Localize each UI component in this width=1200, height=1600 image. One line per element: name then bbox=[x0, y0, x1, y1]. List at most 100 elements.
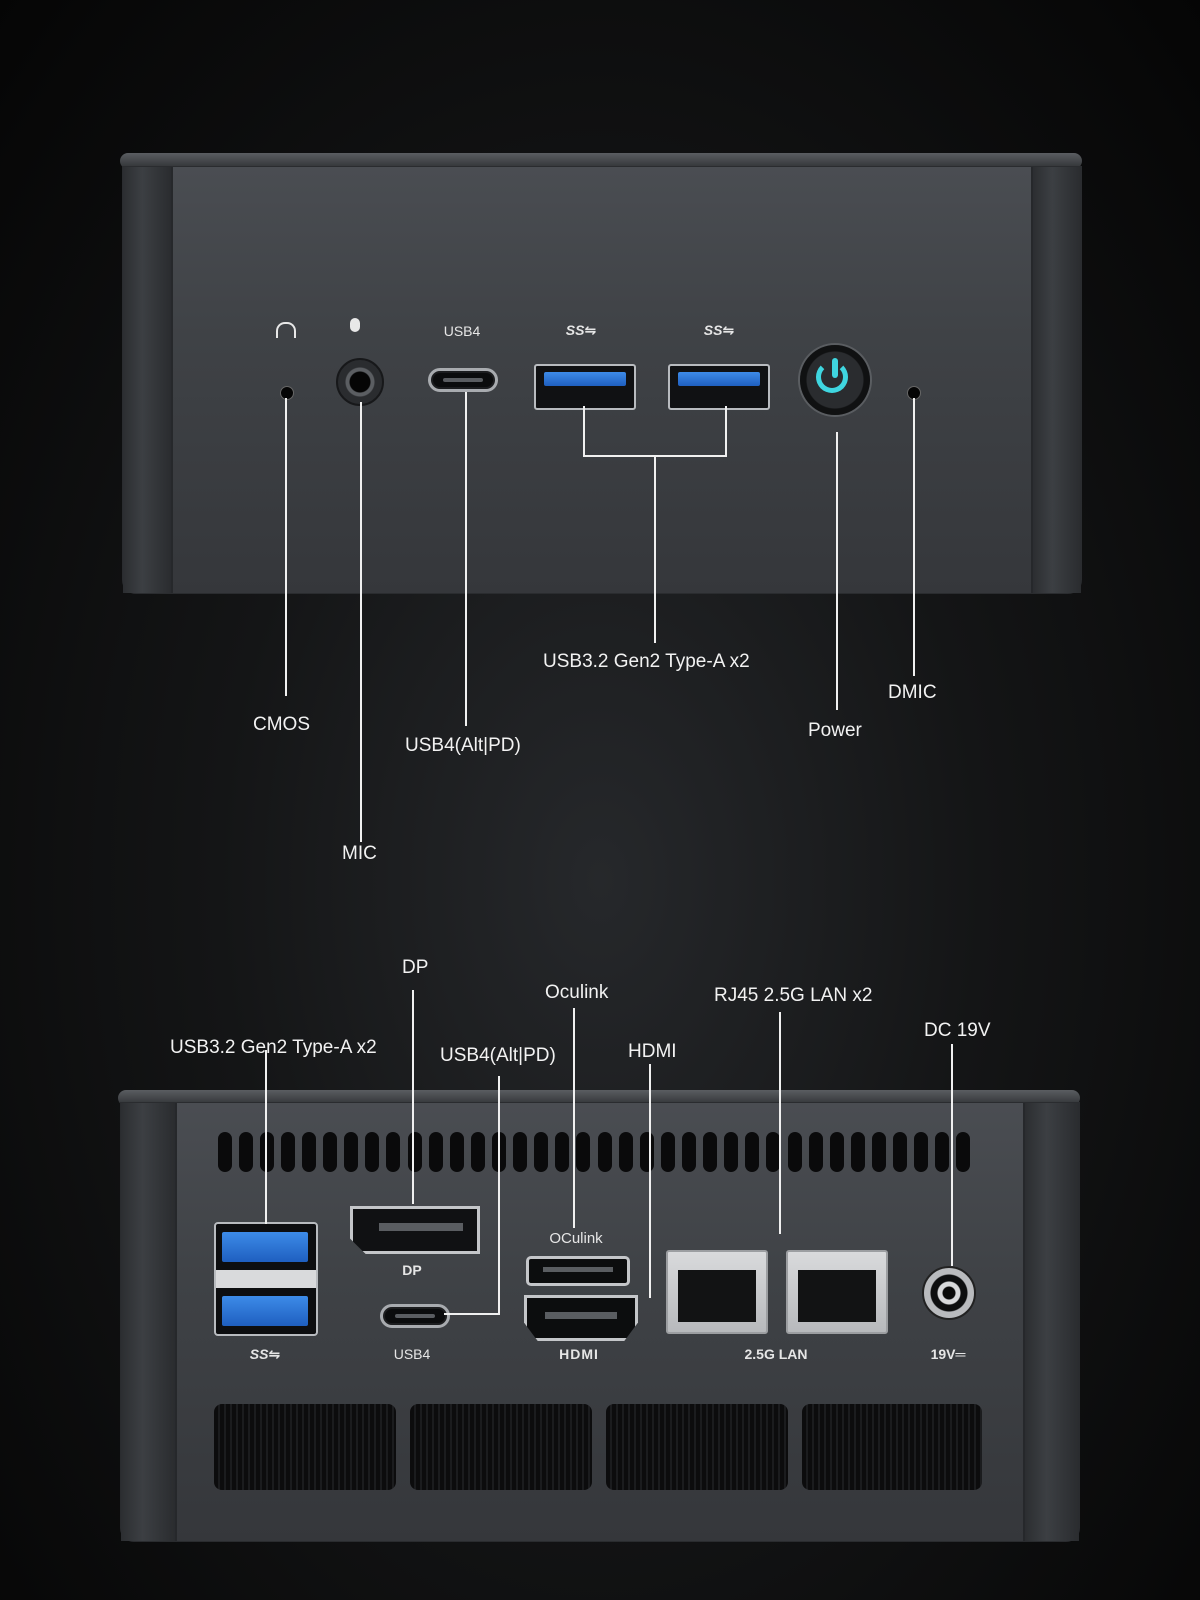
front-right-edge bbox=[1033, 167, 1081, 593]
usb-a-divider bbox=[216, 1270, 316, 1288]
leader-dmic bbox=[913, 398, 915, 676]
leader-usb-a-left bbox=[583, 406, 585, 456]
leader-power bbox=[836, 432, 838, 710]
rear-left-seam bbox=[175, 1103, 177, 1541]
callout-mic: MIC bbox=[342, 843, 377, 864]
vent-slot bbox=[576, 1132, 591, 1172]
lan-port-1[interactable] bbox=[666, 1250, 768, 1334]
lan-socket bbox=[798, 1270, 876, 1322]
vent-slot bbox=[808, 1132, 823, 1172]
vent-slot bbox=[597, 1132, 612, 1172]
bottom-grille-2 bbox=[410, 1404, 592, 1490]
usb-a-port-front-1[interactable] bbox=[534, 364, 636, 410]
displayport-port[interactable] bbox=[350, 1206, 480, 1254]
dc-power-jack[interactable] bbox=[922, 1266, 976, 1320]
vent-slot bbox=[872, 1132, 886, 1172]
vent-slot bbox=[513, 1132, 528, 1172]
front-left-seam bbox=[171, 167, 173, 593]
vent-slot bbox=[365, 1132, 380, 1172]
rear-right-edge bbox=[1025, 1103, 1079, 1541]
callout-cmos: CMOS bbox=[253, 714, 310, 735]
power-icon-stem bbox=[832, 358, 838, 378]
hdmi-port-label: HDMI bbox=[559, 1346, 599, 1362]
mic-audio-jack[interactable] bbox=[336, 358, 384, 406]
leader-usb-a-right bbox=[725, 406, 727, 456]
leader-oculink bbox=[573, 1008, 575, 1228]
vent-slot bbox=[323, 1132, 338, 1172]
vent-slot bbox=[639, 1132, 654, 1172]
power-icon bbox=[816, 361, 848, 393]
leader-hdmi bbox=[649, 1064, 651, 1298]
rear-right-seam bbox=[1023, 1103, 1025, 1541]
lan-socket bbox=[678, 1270, 756, 1322]
callout-power: Power bbox=[808, 720, 862, 741]
usb4-port-rear[interactable] bbox=[380, 1304, 450, 1328]
ss-usb-logo-front-2: SS⇋ bbox=[703, 322, 735, 338]
usb-a-port-rear-1[interactable] bbox=[222, 1232, 308, 1262]
hdmi-tongue bbox=[545, 1312, 617, 1319]
leader-usb4-rear-elbow bbox=[444, 1313, 500, 1315]
leader-dc bbox=[951, 1044, 953, 1266]
ss-usb-logo-rear: SS⇋ bbox=[249, 1346, 281, 1362]
vent-slot bbox=[935, 1132, 950, 1172]
vent-slot bbox=[766, 1132, 781, 1172]
usb-a-port-front-2[interactable] bbox=[668, 364, 770, 410]
vent-slot bbox=[470, 1132, 485, 1172]
vent-slot bbox=[555, 1132, 570, 1172]
leader-usb4-rear bbox=[498, 1076, 500, 1314]
vent-slot bbox=[428, 1132, 443, 1172]
bottom-grille-3 bbox=[606, 1404, 788, 1490]
callout-usb-a-rear: USB3.2 Gen2 Type-A x2 bbox=[170, 1037, 377, 1058]
vent-slot bbox=[534, 1132, 549, 1172]
power-button[interactable] bbox=[800, 345, 870, 415]
callout-hdmi: HDMI bbox=[628, 1041, 677, 1062]
leader-dp bbox=[412, 990, 414, 1204]
leader-usb-a-rear bbox=[265, 1050, 267, 1224]
leader-cmos bbox=[285, 398, 287, 696]
front-right-seam bbox=[1031, 167, 1033, 593]
vent-slot bbox=[703, 1132, 718, 1172]
hdmi-port[interactable] bbox=[524, 1295, 638, 1341]
callout-usb4-rear: USB4(Alt|PD) bbox=[440, 1045, 556, 1066]
leader-lan bbox=[779, 1012, 781, 1234]
dc-port-label: 19V═ bbox=[930, 1346, 966, 1362]
top-vent-row bbox=[214, 1130, 974, 1174]
usb-a-port-rear-2[interactable] bbox=[222, 1296, 308, 1326]
vent-slot bbox=[660, 1132, 675, 1172]
vent-slot bbox=[449, 1132, 464, 1172]
ss-usb-logo-front-1: SS⇋ bbox=[565, 322, 597, 338]
vent-slot bbox=[745, 1132, 760, 1172]
lan-port-2[interactable] bbox=[786, 1250, 888, 1334]
front-left-edge bbox=[123, 167, 171, 593]
oculink-tongue bbox=[543, 1267, 613, 1272]
callout-usb4-front: USB4(Alt|PD) bbox=[405, 735, 521, 756]
dp-port-label: DP bbox=[402, 1262, 422, 1278]
usb4-port-front[interactable] bbox=[428, 368, 498, 392]
vent-slot bbox=[956, 1132, 971, 1172]
leader-usb-a-drop bbox=[654, 455, 656, 643]
vent-slot bbox=[344, 1132, 359, 1172]
usb-a-stack-rear bbox=[214, 1222, 318, 1336]
oculink-port[interactable] bbox=[526, 1256, 630, 1286]
cmos-reset-hole[interactable] bbox=[280, 386, 294, 400]
vent-slot bbox=[682, 1132, 696, 1172]
callout-dp: DP bbox=[402, 957, 429, 978]
callout-dmic: DMIC bbox=[888, 682, 937, 703]
callout-usb-a-front: USB3.2 Gen2 Type-A x2 bbox=[543, 651, 750, 672]
bottom-grille-1 bbox=[214, 1404, 396, 1490]
vent-slot bbox=[302, 1132, 316, 1172]
usb4-rear-label: USB4 bbox=[393, 1346, 431, 1362]
callout-lan: RJ45 2.5G LAN x2 bbox=[714, 985, 873, 1006]
vent-slot bbox=[787, 1132, 802, 1172]
vent-slot bbox=[893, 1132, 908, 1172]
microphone-icon bbox=[350, 318, 360, 332]
dp-tongue bbox=[379, 1223, 463, 1231]
leader-mic bbox=[360, 402, 362, 842]
rear-left-edge bbox=[121, 1103, 175, 1541]
vent-slot bbox=[850, 1132, 865, 1172]
usb-tongue bbox=[678, 372, 760, 386]
vent-slot bbox=[238, 1132, 253, 1172]
bottom-grille-4 bbox=[802, 1404, 982, 1490]
vent-slot bbox=[724, 1132, 739, 1172]
leader-usb4-front bbox=[465, 392, 467, 726]
